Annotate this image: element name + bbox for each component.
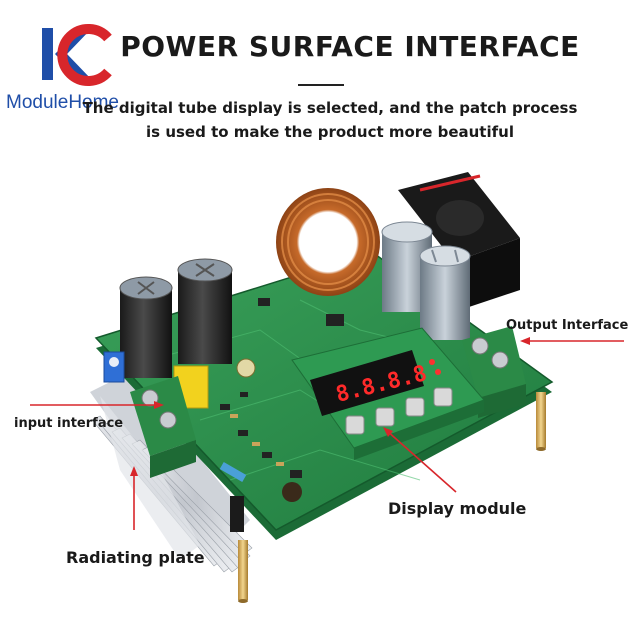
cooling-fan bbox=[398, 172, 520, 312]
title-divider bbox=[298, 84, 344, 86]
subtitle-line-1: The digital tube display is selected, an… bbox=[82, 99, 578, 117]
input-interface-label: input interface bbox=[14, 416, 124, 431]
logo-text: ModuleHome bbox=[6, 92, 119, 113]
standoffs bbox=[238, 392, 546, 603]
output-interface-label: Output Interface bbox=[506, 318, 629, 333]
toroid-inductor bbox=[276, 188, 380, 296]
subtitle-line-2: is used to make the product more beautif… bbox=[146, 123, 514, 141]
brand-logo bbox=[42, 24, 112, 86]
callout-arrows bbox=[30, 337, 624, 530]
display-module-label: Display module bbox=[388, 499, 527, 518]
radiating-plate-label: Radiating plate bbox=[66, 548, 205, 567]
page-title: POWER SURFACE INTERFACE bbox=[120, 30, 580, 63]
display-module: 8.8.8.8 bbox=[291, 327, 485, 460]
input-terminal-block bbox=[130, 376, 196, 478]
input-capacitors bbox=[119, 258, 233, 378]
output-capacitors bbox=[381, 221, 471, 340]
output-terminal-block bbox=[462, 326, 526, 418]
